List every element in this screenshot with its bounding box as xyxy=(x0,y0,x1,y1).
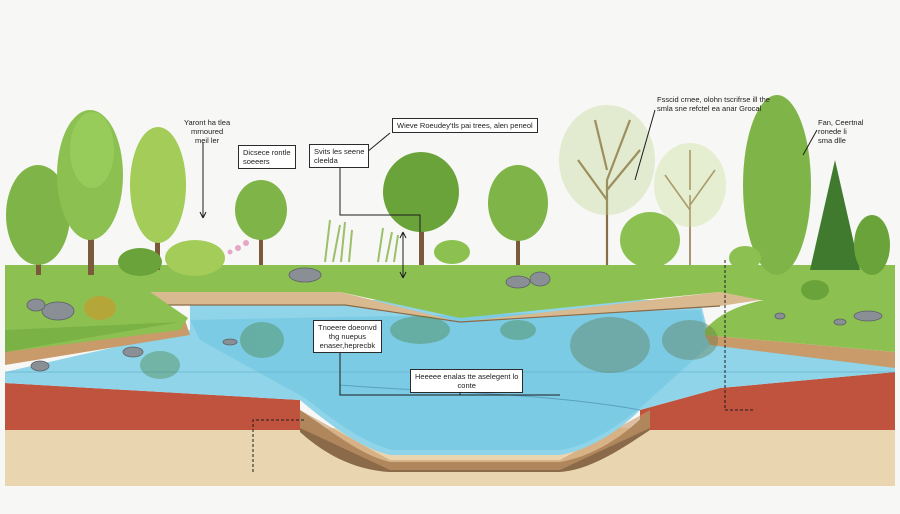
shrubs xyxy=(84,219,829,320)
label-callout-1: Dicsece rontle soeeers xyxy=(238,145,296,169)
dashed-leader xyxy=(252,419,305,472)
leader-line xyxy=(802,129,818,156)
rock xyxy=(529,271,551,287)
bare-tree xyxy=(577,119,641,265)
dashed-leader xyxy=(724,260,755,411)
rock xyxy=(774,312,786,320)
tree-canopy xyxy=(743,95,811,275)
trees xyxy=(6,95,890,275)
tree-canopy xyxy=(6,165,70,265)
conifer xyxy=(810,160,860,270)
tree-canopy xyxy=(854,215,890,275)
shrub xyxy=(620,212,680,268)
right-bank-grass xyxy=(705,290,895,352)
leader-lines xyxy=(199,109,818,396)
rock xyxy=(26,298,46,312)
leader-line xyxy=(339,162,421,232)
right-bank-soil xyxy=(705,335,895,368)
tree-canopy xyxy=(383,152,459,232)
left-bank-grass-shade xyxy=(5,322,180,352)
back-meadow xyxy=(5,265,895,318)
back-bank xyxy=(140,292,760,322)
rock xyxy=(853,310,883,322)
rock xyxy=(222,338,238,346)
leader-line xyxy=(399,271,407,279)
label-pond-lower: Heeeee enalas tte aselegent lo conte xyxy=(410,369,524,393)
label-callout-3: Wieve Roeudey'tls pai trees, alen peneol xyxy=(392,118,538,133)
rock xyxy=(41,301,75,321)
water-inner-boundary xyxy=(339,384,641,411)
rock xyxy=(30,360,50,372)
leader-line xyxy=(399,231,407,239)
label-pond-upper: Tnoeere doeonvd thg nuepus enaser,heprec… xyxy=(313,320,382,353)
tree-canopy xyxy=(130,127,186,243)
label-callout-2: Svits les seene cleelda xyxy=(309,144,370,168)
rock xyxy=(288,267,322,283)
label-far-right: Fan, Ceertnal ronede li sma dlle xyxy=(818,118,864,145)
rocks xyxy=(26,267,883,372)
label-top-right: Fsscid crnee, olohn tscrifrse ill the sm… xyxy=(657,95,770,113)
dashed-leader-lines xyxy=(252,260,755,472)
rock xyxy=(122,346,144,358)
tree-canopy xyxy=(488,165,548,241)
bare-tree xyxy=(664,150,716,265)
label-top-left: Yaront ha tlea mrnoured meil ler xyxy=(184,118,231,145)
leader-line xyxy=(339,342,560,396)
rock xyxy=(505,275,531,289)
leader-line xyxy=(634,109,656,181)
rock xyxy=(833,318,847,326)
reflections xyxy=(140,316,718,379)
leader-line xyxy=(199,211,207,219)
back-bank-edge xyxy=(150,304,721,323)
tree-canopy xyxy=(235,180,287,240)
clay-layer xyxy=(5,383,300,430)
clay-layer-right xyxy=(640,372,895,430)
